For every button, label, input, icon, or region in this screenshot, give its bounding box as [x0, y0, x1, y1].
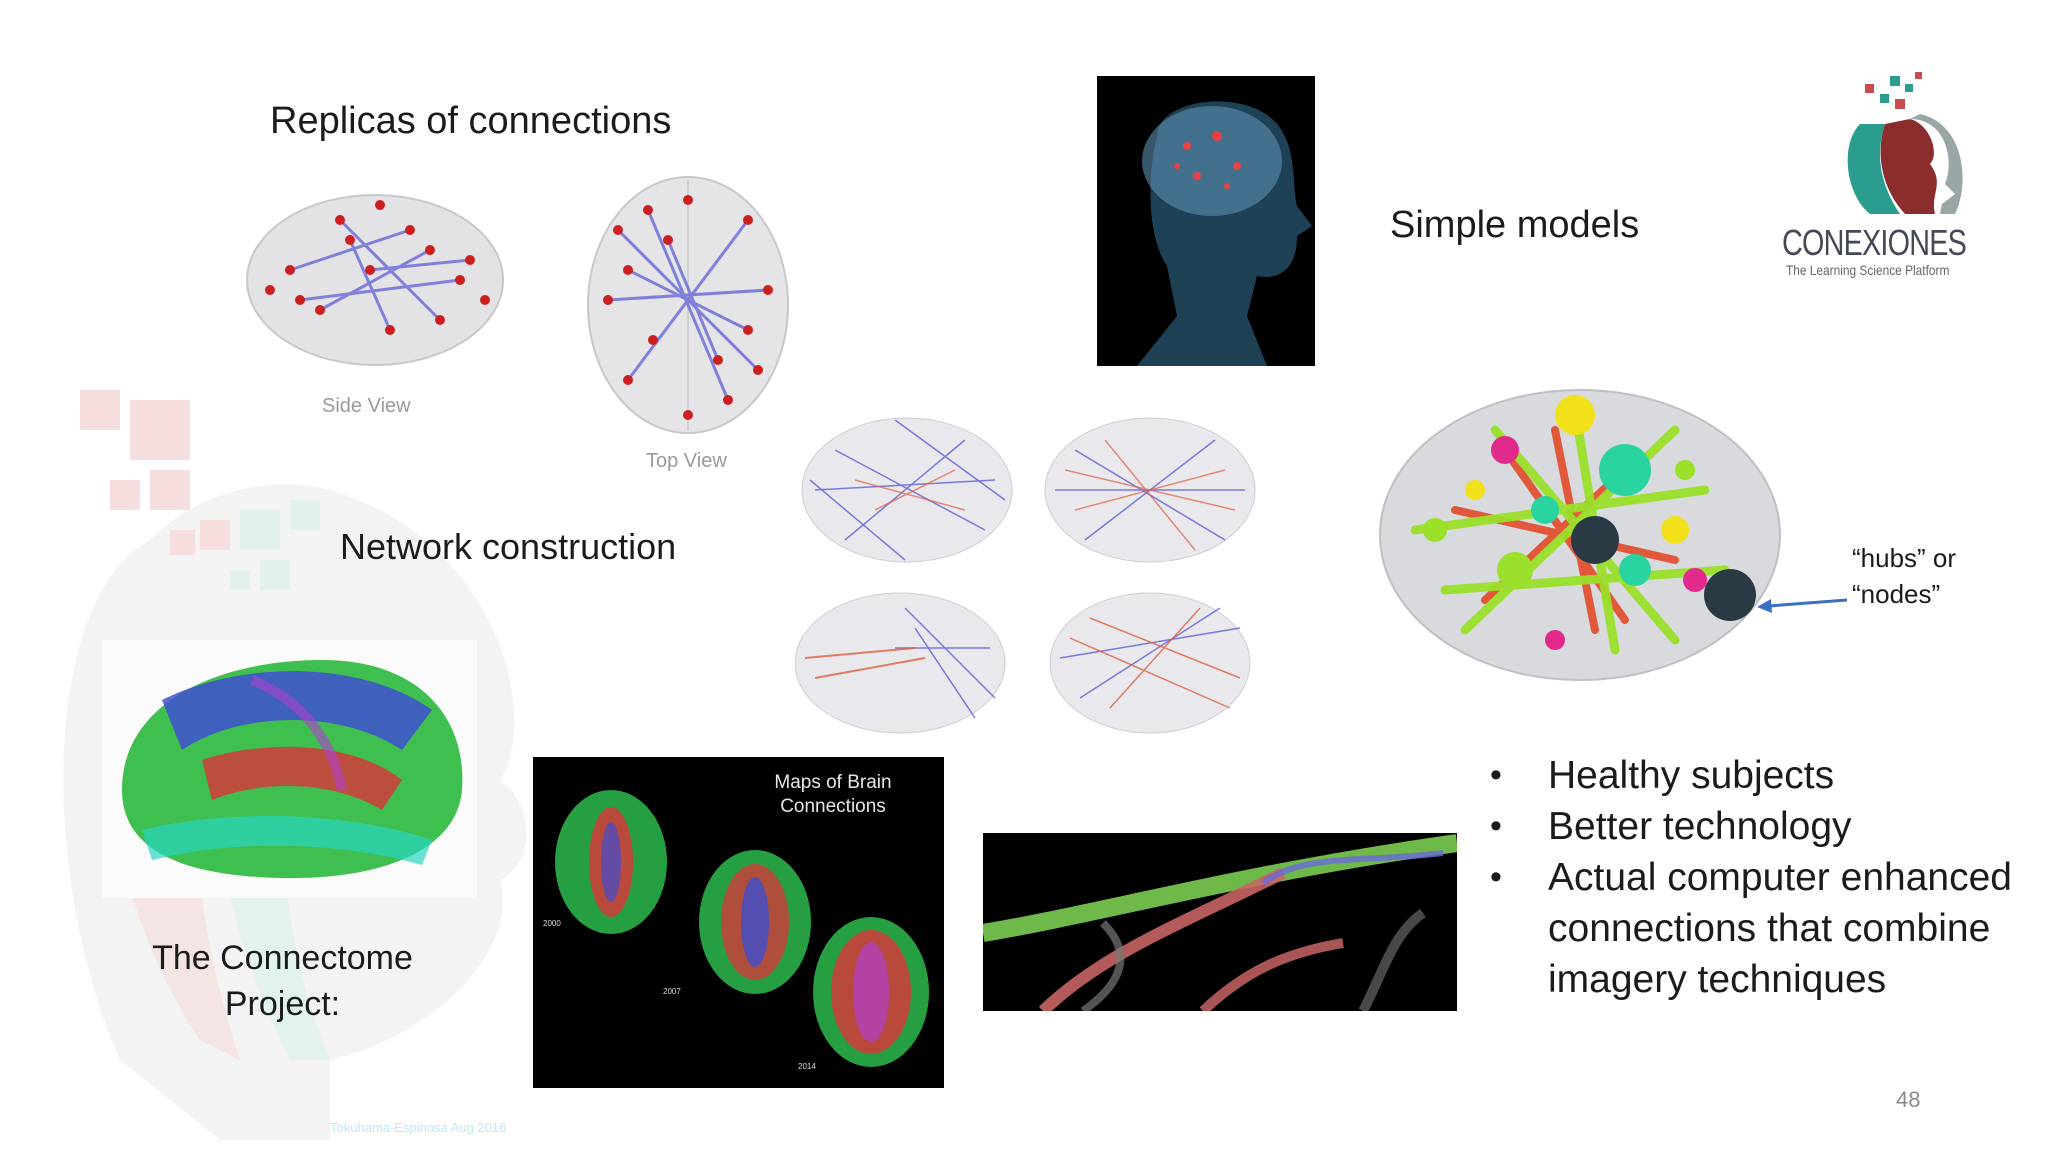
hubs-brain-image: [1375, 370, 1795, 690]
connectome-label-line1: The Connectome: [152, 939, 413, 977]
neuron-dendrites-image: [981, 833, 1459, 1016]
maps-of-brain-connections-image: Maps of Brain Connections 2000 2007 2014: [533, 757, 944, 1088]
replicas-heading: Replicas of connections: [270, 100, 672, 142]
side-view-caption: Side View: [322, 395, 411, 417]
maps-title: Maps of Brain Connections: [733, 771, 933, 819]
hubs-brain-graphic: [1379, 389, 1781, 681]
hub-pointer-arrow: [1757, 598, 1848, 613]
maps-year-2014: 2014: [798, 1062, 816, 1071]
bullet-item: Actual computer enhanced connections tha…: [1490, 852, 2030, 1005]
connectome-project-label: The Connectome Project:: [100, 935, 465, 1027]
human-brain-xray-image: [1097, 76, 1315, 367]
network-construction-images: [794, 410, 1265, 745]
top-view-caption: Top View: [646, 450, 727, 472]
connectome-fibers-image: [102, 640, 477, 898]
hubs-label-line1: “hubs” or: [1852, 543, 1957, 573]
maps-title-line2: Connections: [780, 796, 886, 817]
bullet-item: Healthy subjects: [1490, 750, 2030, 801]
bullet-list: Healthy subjects Better technology Actua…: [1490, 750, 2030, 1005]
network-brains-graphic: [794, 417, 1256, 734]
maps-year-2000: 2000: [543, 919, 561, 928]
neuron-dendrites-graphic: [981, 834, 1459, 1016]
maps-year-2007: 2007: [663, 987, 681, 996]
maps-title-line1: Maps of Brain: [774, 772, 892, 793]
footer-credit: Tokuhama-Espinosa Aug 2016: [330, 1120, 507, 1135]
maps-brain-graphic: [555, 790, 929, 1067]
logo-tagline: The Learning Science Platform: [1786, 262, 1950, 278]
page-number: 48: [1896, 1087, 1921, 1112]
brain-top-view-graphic: [587, 176, 789, 434]
logo-name: CONEXIONES: [1782, 222, 1967, 263]
conexiones-logo: CONEXIONES The Learning Science Platform: [1770, 64, 2000, 284]
connectome-fibers-graphic: [122, 660, 463, 879]
conexiones-logo-graphic: [1847, 72, 1963, 214]
brain-top-view-image: Top View: [578, 170, 798, 475]
brain-side-view-graphic: [246, 194, 504, 366]
head-xray-graphic: [1137, 101, 1312, 367]
hubs-label-line2: “nodes”: [1852, 579, 1941, 609]
hubs-nodes-label: “hubs” or “nodes”: [1852, 540, 1956, 612]
network-construction-heading: Network construction: [340, 526, 677, 567]
bullet-item: Better technology: [1490, 801, 2030, 852]
brain-side-view-image: Side View: [230, 180, 520, 420]
connectome-label-line2: Project:: [224, 985, 341, 1023]
simple-models-heading: Simple models: [1390, 204, 1640, 246]
